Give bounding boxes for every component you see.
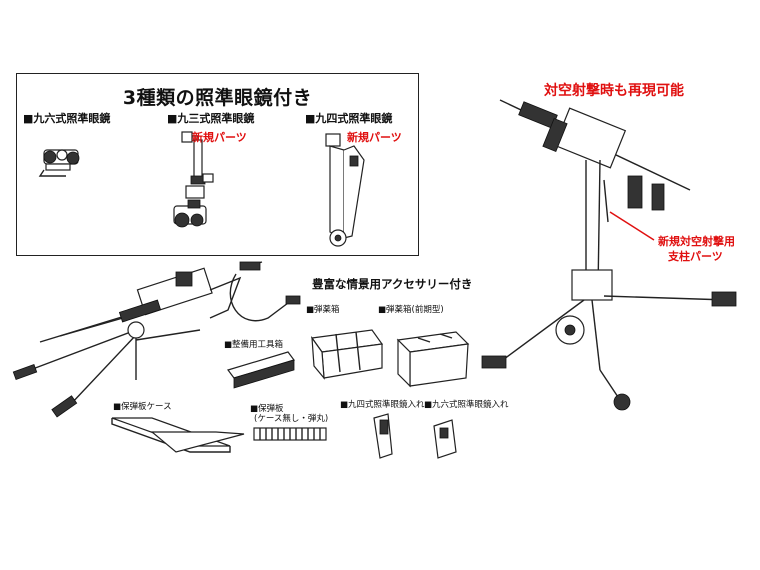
scope-box-title: 3種類の照準眼鏡付き	[122, 87, 313, 109]
label-ammo-box: ■弾薬箱	[306, 305, 340, 315]
callout-leader-line	[609, 211, 655, 241]
type96-case-drawing	[433, 419, 457, 459]
type94-case-drawing	[373, 413, 393, 459]
label-type96-case: ■九六式照準眼鏡入れ	[424, 400, 509, 410]
type94-scope-drawing	[325, 133, 365, 247]
scope-feature-box: 3種類の照準眼鏡付き ■九六式照準眼鏡 ■九三式照準眼鏡 新規パーツ ■九四式照…	[16, 73, 419, 256]
label-ammo-box-early: ■弾薬箱(前期型)	[378, 305, 444, 315]
type96-scope-drawing	[38, 149, 80, 177]
ammo-box-early-drawing	[396, 331, 470, 388]
antiair-callout-line2: 支柱パーツ	[668, 250, 723, 263]
scope-label-type96: ■九六式照準眼鏡	[23, 112, 111, 125]
antiair-headline: 対空射撃時も再現可能	[544, 83, 684, 99]
new-part-badge-type94: 新規パーツ	[347, 131, 402, 144]
label-tool-box: ■整備用工具箱	[224, 340, 284, 350]
tool-box-drawing	[227, 351, 295, 389]
type93-scope-drawing	[173, 131, 214, 228]
antiair-callout-line1: 新規対空射撃用	[658, 235, 735, 248]
new-part-badge-type93: 新規パーツ	[192, 131, 247, 144]
ammo-box-drawing	[310, 329, 384, 380]
machine-gun-ground-drawing	[12, 261, 301, 418]
label-type94-case: ■九四式照準眼鏡入れ	[340, 400, 425, 410]
label-clips-line2: (ケース無し・弾丸)	[254, 414, 329, 424]
clip-case-drawing	[111, 417, 245, 453]
scope-label-type93: ■九三式照準眼鏡	[167, 112, 255, 125]
scope-label-type94: ■九四式照準眼鏡	[305, 112, 393, 125]
clips-drawing	[253, 427, 327, 441]
label-clip-case: ■保弾板ケース	[113, 402, 172, 412]
machine-gun-antiair-drawing	[481, 99, 737, 411]
accessories-title: 豊富な情景用アクセサリー付き	[312, 277, 473, 291]
label-clips-line1: ■保弾板	[250, 404, 284, 414]
